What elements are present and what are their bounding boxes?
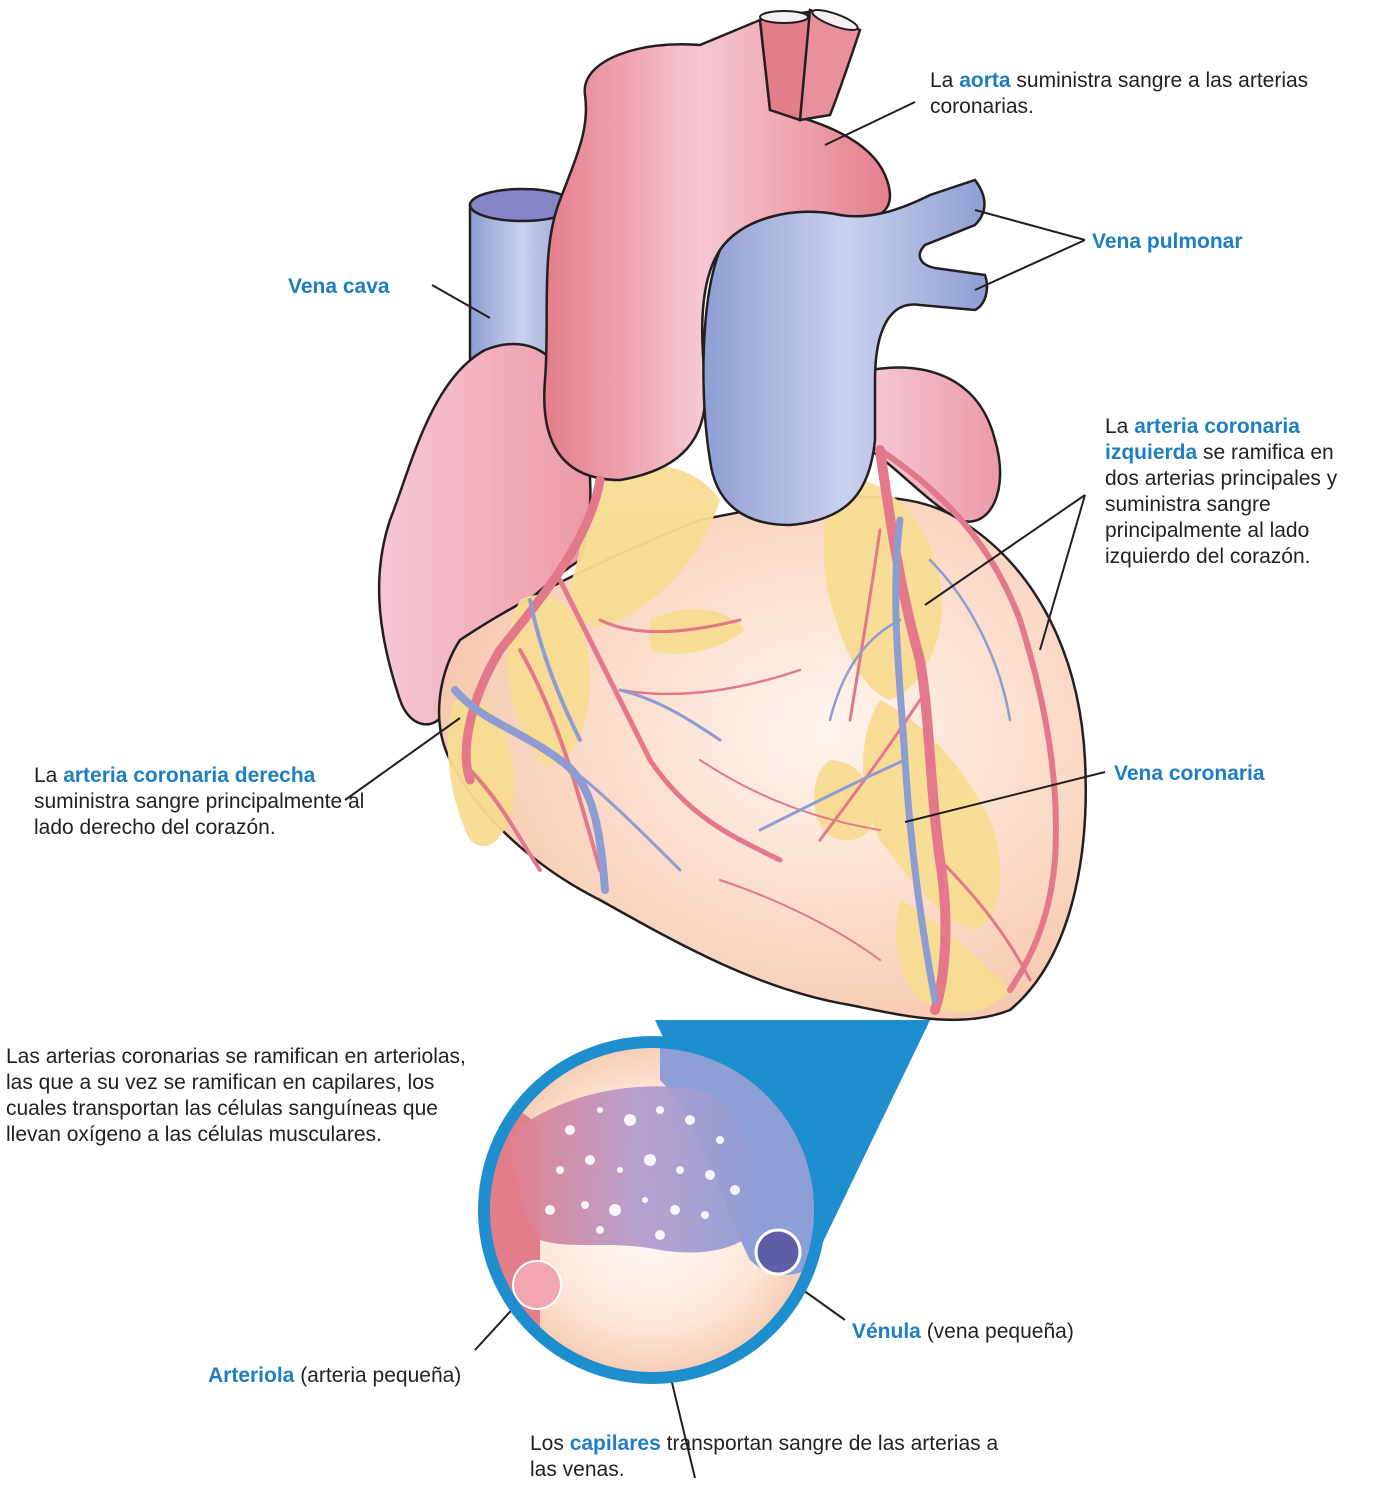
aorta-label: La aorta suministra sangre a las arteria…: [930, 68, 1320, 120]
branching-label: Las arterias coronarias se ramifican en …: [6, 1044, 466, 1148]
vena-cava-label: Vena cava: [288, 274, 390, 300]
capillary-zoom: [460, 1036, 820, 1378]
coronary-vein-label: Vena coronaria: [1114, 761, 1265, 787]
right-coronary-label: La arteria coronaria derecha suministra …: [34, 763, 384, 841]
capillaries-label: Los capilares transportan sangre de las …: [530, 1431, 1000, 1483]
pulmonary-vein-label: Vena pulmonar: [1092, 229, 1243, 255]
arteriole-label: Arteriola (arteria pequeña): [208, 1363, 461, 1389]
left-coronary-label: La arteria coronaria izquierda se ramifi…: [1105, 414, 1365, 570]
venule-label: Vénula (vena pequeña): [852, 1319, 1074, 1345]
